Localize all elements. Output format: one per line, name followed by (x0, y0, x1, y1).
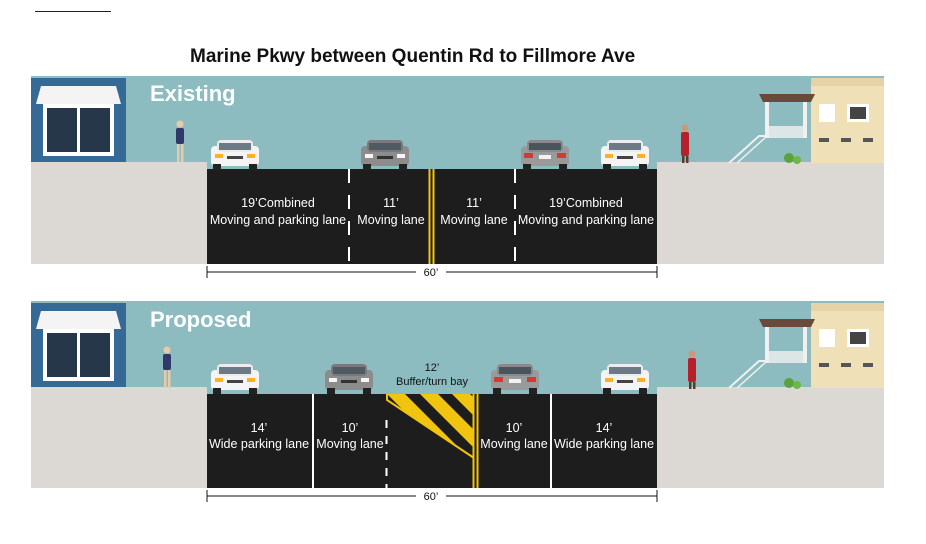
proposed-right-sidewalk (657, 387, 884, 488)
existing-lane-3-width: 11’ (466, 196, 482, 210)
existing-right-sidewalk (657, 162, 884, 264)
proposed-car-1 (211, 364, 259, 394)
top-rule (35, 11, 111, 12)
existing-pedestrian-left (176, 120, 184, 162)
proposed-pedestrian-left (163, 346, 171, 388)
proposed-car-3 (491, 364, 539, 394)
proposed-lane-3-name: Moving lane (480, 437, 547, 451)
proposed-lane-1-name: Wide parking lane (209, 437, 309, 451)
existing-roadway (207, 169, 657, 264)
proposed-section: 14’ Wide parking lane 10’ Moving lane 10… (31, 301, 885, 503)
existing-lane-1-name: Moving and parking lane (210, 213, 346, 227)
proposed-lane-2-width: 10’ (342, 421, 359, 435)
existing-label: Existing (150, 81, 236, 106)
existing-lane-2-name: Moving lane (357, 213, 424, 227)
proposed-buffer-width: 12’ (425, 362, 440, 374)
existing-car-1 (211, 140, 259, 170)
existing-lane-1-width: 19’Combined (241, 196, 315, 210)
existing-car-2 (361, 140, 409, 170)
proposed-lane-1-width: 14’ (251, 421, 268, 435)
page-title: Marine Pkwy between Quentin Rd to Fillmo… (190, 46, 636, 67)
existing-pedestrian-right (681, 124, 689, 163)
proposed-lane-4-width: 14’ (596, 421, 613, 435)
existing-sky (31, 76, 884, 171)
existing-total-width: 60’ (424, 267, 439, 279)
proposed-total-width: 60’ (424, 491, 439, 503)
existing-lane-4-width: 19’Combined (549, 196, 623, 210)
existing-section: 19’Combined Moving and parking lane 11’ … (31, 76, 885, 279)
proposed-buffer-name: Buffer/turn bay (396, 376, 468, 388)
proposed-pedestrian-right (688, 350, 696, 389)
proposed-car-2 (325, 364, 373, 394)
existing-lane-3-name: Moving lane (440, 213, 507, 227)
existing-car-3 (521, 140, 569, 170)
existing-left-sidewalk (31, 162, 207, 264)
proposed-left-house (31, 303, 126, 387)
proposed-lane-3-width: 10’ (506, 421, 523, 435)
existing-lane-4-name: Moving and parking lane (518, 213, 654, 227)
existing-left-house (31, 78, 126, 162)
proposed-label: Proposed (150, 307, 251, 332)
proposed-sky (31, 301, 884, 396)
existing-lane-2-width: 11’ (383, 196, 399, 210)
proposed-left-sidewalk (31, 387, 207, 488)
proposed-lane-2-name: Moving lane (316, 437, 383, 451)
proposed-lane-4-name: Wide parking lane (554, 437, 654, 451)
existing-car-4 (601, 140, 649, 170)
proposed-car-4 (601, 364, 649, 394)
